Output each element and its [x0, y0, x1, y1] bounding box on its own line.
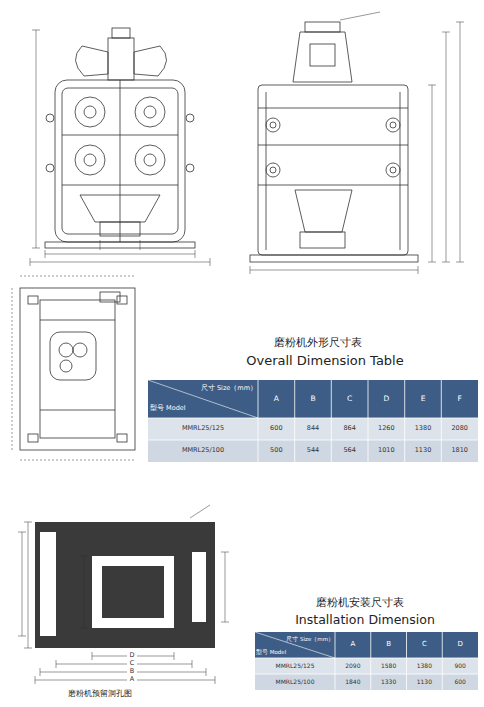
table-cell: 2090 [335, 658, 371, 674]
table-title: Overall Dimension Table [220, 352, 430, 370]
column-header: D [368, 380, 405, 418]
model-cell: MMRL25/125 [255, 658, 335, 674]
table-cell: 1130 [407, 674, 443, 690]
header-cell: 型号 Model [150, 402, 214, 416]
dimension-letter: A [127, 675, 137, 684]
table-cell: 1840 [335, 674, 371, 690]
table-cell: 1330 [371, 674, 407, 690]
header-cell: 尺寸 Size（mm） [283, 633, 334, 645]
dimension-letter: D [127, 651, 137, 660]
column-header: E [405, 380, 442, 418]
column-header: B [295, 380, 332, 418]
table-cell: 600 [258, 418, 295, 440]
table-title: Installation Dimension [270, 611, 460, 628]
foundation-plan [18, 505, 229, 684]
dimension-letter: B [127, 667, 137, 676]
column-header: D [442, 632, 478, 658]
header-cell: 尺寸 Size（mm） [196, 382, 257, 396]
table-cell: 1380 [405, 418, 442, 440]
table-cell: 1260 [368, 418, 405, 440]
model-cell: MMRL25/125 [148, 418, 258, 440]
table-cell: 864 [331, 418, 368, 440]
model-cell: MMRL25/100 [255, 674, 335, 690]
column-header: F [441, 380, 478, 418]
column-header: B [371, 632, 407, 658]
table-cell: 1130 [405, 440, 442, 462]
model-cell: MMRL25/100 [148, 440, 258, 462]
table-cell: 500 [258, 440, 295, 462]
table-cell: 1010 [368, 440, 405, 462]
table-grounds [148, 380, 478, 690]
column-header: A [258, 380, 295, 418]
table-title: 磨粉机外形尺寸表 [248, 336, 388, 350]
table-cell: 1580 [371, 658, 407, 674]
column-header: C [407, 632, 443, 658]
table-cell: 2080 [441, 418, 478, 440]
table-cell: 1810 [441, 440, 478, 462]
table-cell: 544 [295, 440, 332, 462]
top-view [12, 276, 135, 460]
dimension-letter: C [127, 659, 137, 668]
column-header: C [331, 380, 368, 418]
header-cell: 型号 Model [256, 646, 306, 658]
table-cell: 564 [331, 440, 368, 462]
table-cell: 900 [442, 658, 478, 674]
side-view [250, 12, 464, 274]
table-cell: 1380 [407, 658, 443, 674]
front-view [30, 28, 210, 266]
table-cell: 844 [295, 418, 332, 440]
table-title: 磨粉机安装尺寸表 [295, 596, 425, 610]
caption: 磨粉机预留洞孔图 [40, 688, 160, 701]
table-cell: 600 [442, 674, 478, 690]
column-header: A [335, 632, 371, 658]
